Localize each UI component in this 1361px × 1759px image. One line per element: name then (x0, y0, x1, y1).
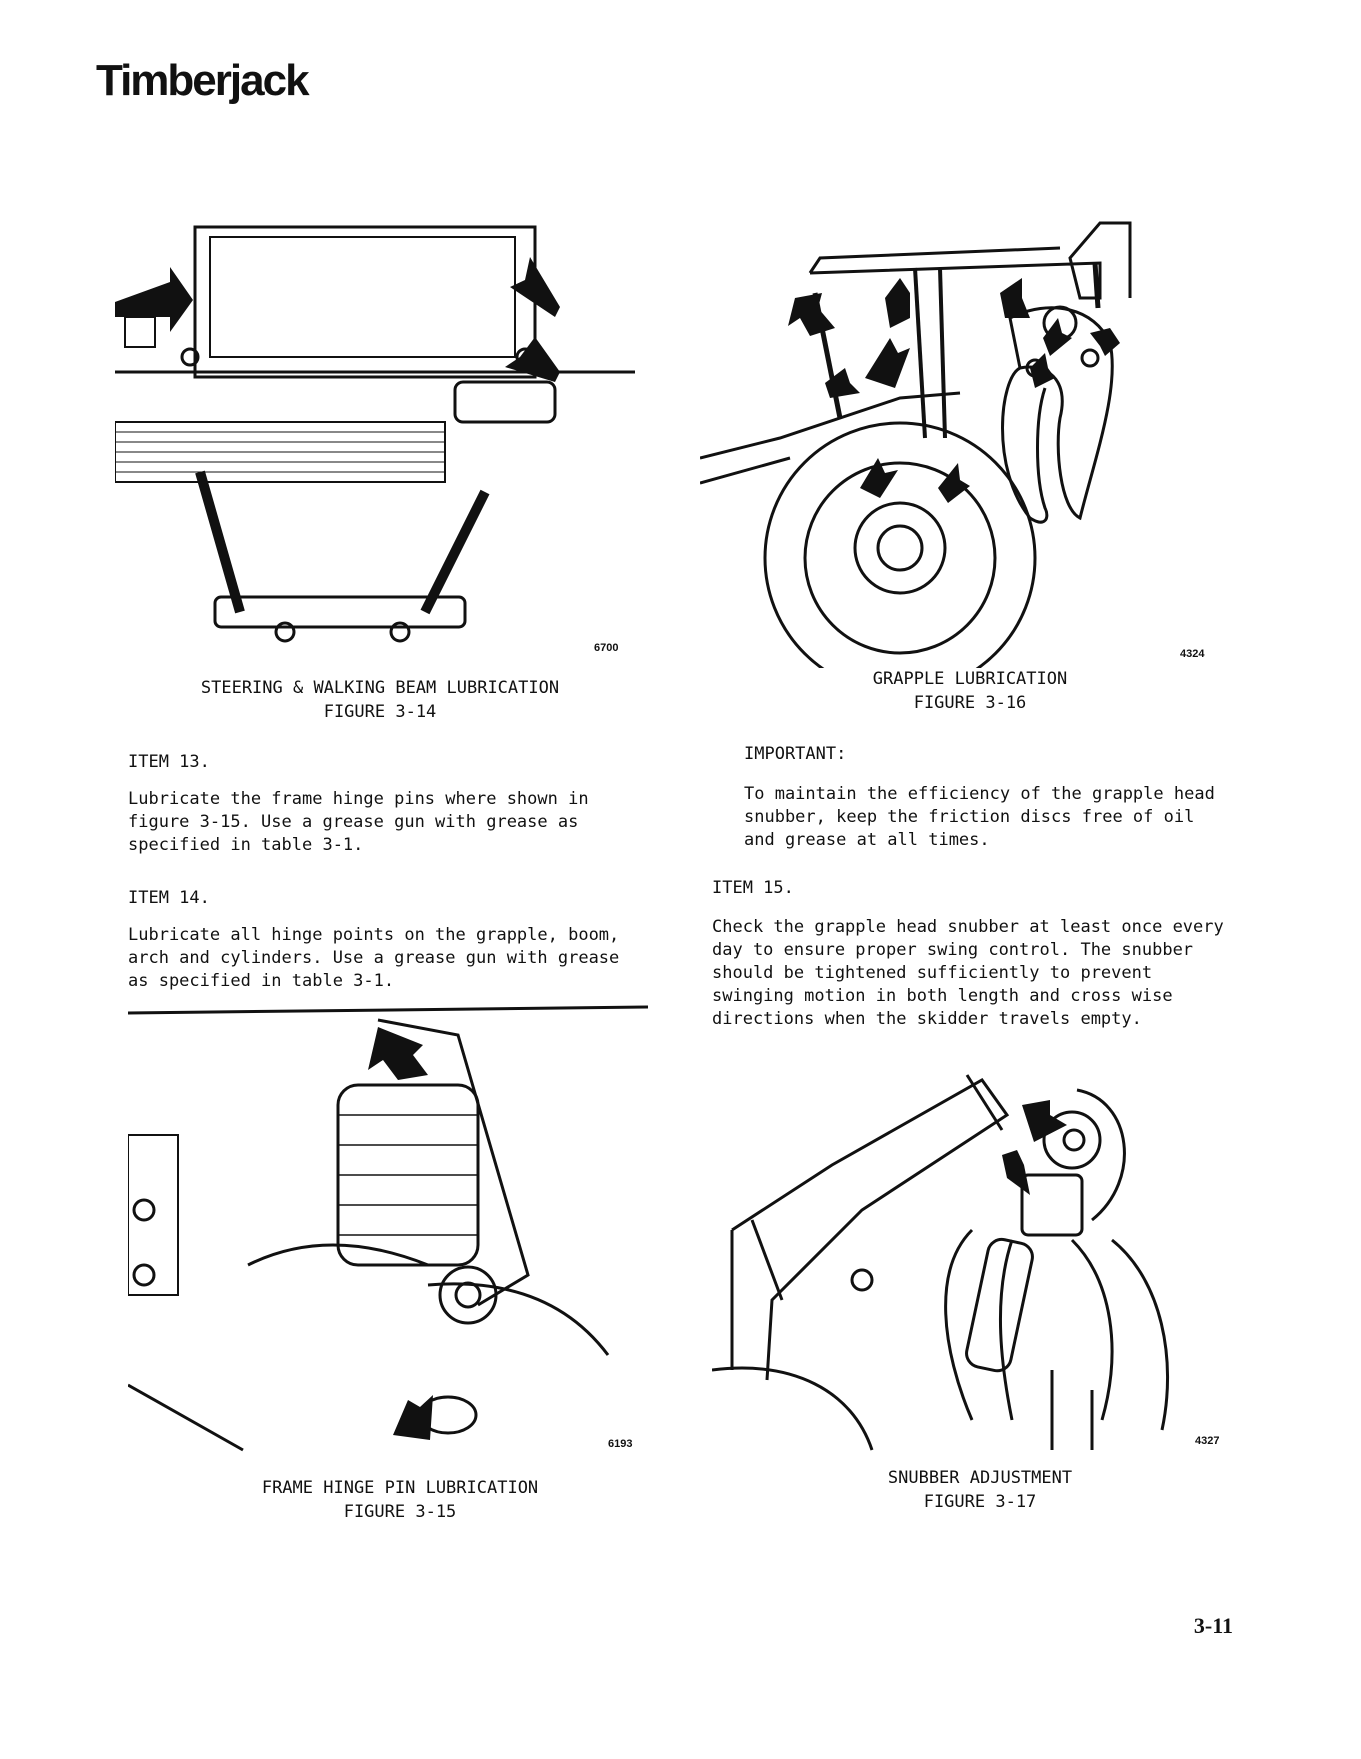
figure-3-17-code: 4327 (1195, 1435, 1220, 1447)
figure-3-14-illustration (115, 222, 635, 662)
figure-3-16-caption-number: FIGURE 3-16 (913, 693, 1027, 713)
page-number: 3-11 (1193, 1613, 1233, 1638)
figure-3-15-caption: FRAME HINGE PIN LUBRICATION FIGURE 3-15 (190, 1476, 610, 1524)
item-13-text: Lubricate the frame hinge pins where sho… (128, 789, 589, 855)
figure-3-17-illustration (712, 1070, 1212, 1460)
important-heading: IMPORTANT: (744, 744, 847, 764)
figure-3-16-illustration (700, 218, 1190, 668)
figure-3-17-caption: SNUBBER ADJUSTMENT FIGURE 3-17 (800, 1466, 1160, 1514)
item-14-heading: ITEM 14. (128, 888, 210, 908)
item-15-heading: ITEM 15. (712, 878, 794, 898)
item-15-text: Check the grapple head snubber at least … (712, 917, 1224, 1029)
item-13-heading: ITEM 13. (128, 752, 210, 772)
important-text: To maintain the efficiency of the grappl… (744, 784, 1215, 850)
figure-3-15-code: 6193 (608, 1438, 633, 1450)
figure-3-14-code: 6700 (594, 642, 619, 654)
figure-3-14-caption: STEERING & WALKING BEAM LUBRICATION FIGU… (150, 676, 610, 724)
figure-3-17-caption-number: FIGURE 3-17 (923, 1492, 1037, 1512)
figure-3-16-code: 4324 (1180, 648, 1205, 660)
item-14-text: Lubricate all hinge points on the grappl… (128, 925, 620, 991)
figure-3-14-caption-number: FIGURE 3-14 (323, 702, 437, 722)
figure-3-15-caption-title: FRAME HINGE PIN LUBRICATION (261, 1478, 539, 1498)
figure-3-16-caption: GRAPPLE LUBRICATION FIGURE 3-16 (780, 667, 1160, 715)
figure-3-15-caption-number: FIGURE 3-15 (343, 1502, 457, 1522)
brand-logo: Timberjack (96, 56, 310, 105)
figure-3-17-caption-title: SNUBBER ADJUSTMENT (887, 1468, 1073, 1488)
figure-3-16-caption-title: GRAPPLE LUBRICATION (872, 669, 1068, 689)
figure-3-14-caption-title: STEERING & WALKING BEAM LUBRICATION (200, 678, 560, 698)
figure-3-15-illustration (128, 1005, 648, 1460)
